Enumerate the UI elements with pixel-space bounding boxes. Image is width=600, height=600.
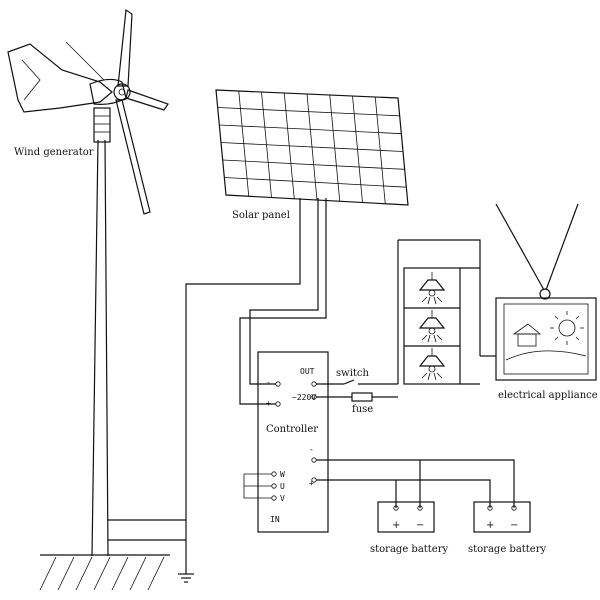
lamp-array (403, 267, 480, 385)
battery-wires (316, 459, 515, 508)
electrical-appliance-label: electrical appliance (498, 390, 598, 401)
storage-battery-1-label: storage battery (370, 544, 449, 555)
terminal-batt-minus: - (309, 445, 314, 454)
terminal-out: OUT (300, 367, 315, 376)
battery-2-plus: + (486, 520, 494, 531)
electrical-appliance (480, 203, 597, 381)
solar-grid-line (224, 177, 407, 188)
solar-grid-line (217, 107, 400, 117)
lamp-icon (418, 310, 446, 343)
storage-battery-2-label: storage battery (468, 544, 547, 555)
controller-box (257, 351, 329, 533)
terminal-dot (271, 495, 277, 501)
ac-output-wires (316, 239, 481, 402)
terminal-w: W (280, 470, 285, 479)
terminal-dot (271, 471, 277, 477)
lamp-icon (418, 272, 446, 305)
terminal-dot (271, 483, 277, 489)
ground-hatch (39, 554, 170, 591)
terminal-dot (311, 381, 317, 387)
fuse-label: fuse (352, 404, 373, 415)
storage-battery-1: + − (377, 501, 435, 533)
battery-1-plus: + (392, 520, 400, 531)
wind-generator-label: Wind generator (14, 147, 94, 158)
wind-wires (108, 198, 301, 583)
terminal-in: IN (270, 515, 280, 524)
solar-grid-line (220, 142, 404, 152)
solar-panel-label: Solar panel (232, 210, 290, 221)
controller-terminals: - + OUT ~220V - + W U V IN (266, 367, 317, 524)
controller-label: Controller (266, 424, 318, 435)
switch-label: switch (336, 368, 370, 379)
solar-grid-line (222, 159, 405, 170)
terminal-batt-plus: + (309, 479, 314, 488)
solar-panel (215, 89, 409, 206)
terminal-dot (275, 381, 281, 387)
storage-battery-2: + − (473, 501, 531, 533)
terminal-u: U (280, 482, 285, 491)
terminal-v: V (280, 494, 285, 503)
lamp-icon (418, 348, 446, 381)
battery-2-minus: − (510, 520, 518, 531)
wind-generator (7, 8, 169, 215)
solar-wires (239, 198, 327, 405)
terminal-solar-minus: - (266, 378, 271, 387)
solar-grid-line (219, 124, 402, 135)
battery-1-minus: − (416, 520, 424, 531)
wind-tower (91, 107, 111, 557)
terminal-dot (311, 457, 317, 463)
terminal-dot (275, 401, 281, 407)
terminal-220v: ~220V (292, 393, 316, 402)
